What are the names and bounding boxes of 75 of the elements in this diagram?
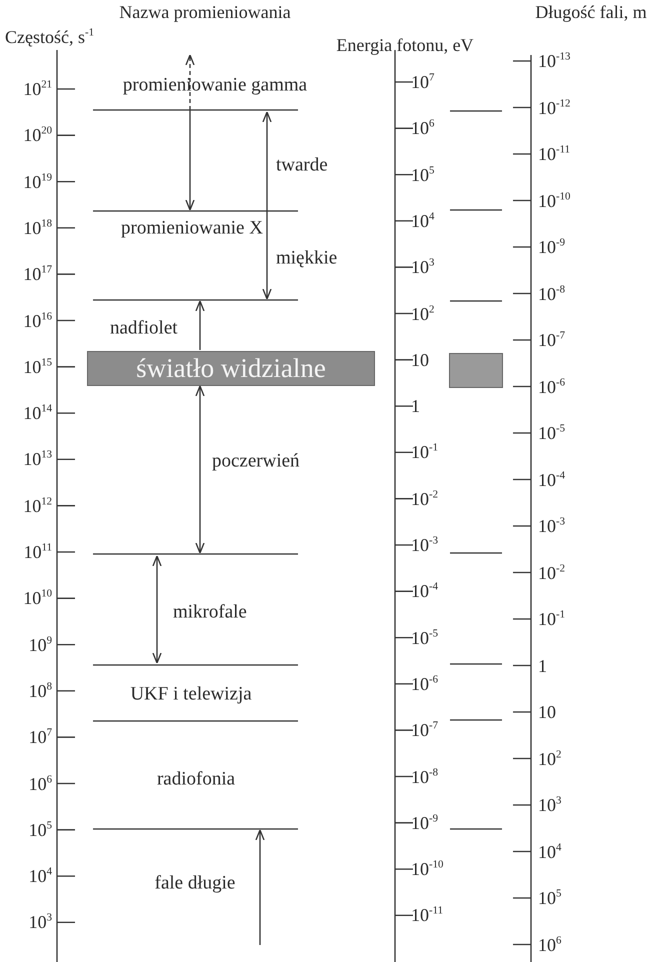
tick-label: 10 bbox=[538, 703, 556, 721]
tick-label: 10$^{6}$ bbox=[538, 936, 562, 954]
tick-label: 10$^{3}$ bbox=[538, 796, 562, 814]
band-label: fale długie bbox=[154, 874, 236, 892]
band-label: mikrofale bbox=[173, 602, 247, 622]
tick-label: 10$^{-9}$ bbox=[411, 814, 438, 832]
tick-label: 10$^{2}$ bbox=[411, 304, 434, 322]
tick-label: 10$^{-6}$ bbox=[538, 378, 565, 396]
band-label: promieniowanie gamma bbox=[122, 76, 308, 94]
tick-label: 10$^{7}$ bbox=[28, 728, 52, 746]
tick-label: 10$^{2}$ bbox=[538, 750, 562, 768]
tick-label: 10$^{-10}$ bbox=[411, 860, 444, 878]
tick-label: 10$^{6}$ bbox=[411, 119, 434, 138]
tick-label: 10 bbox=[411, 350, 429, 369]
tick-label: 10$^{13}$ bbox=[23, 450, 52, 468]
tick-label: 10$^{-3}$ bbox=[411, 536, 438, 554]
tick-label: 10$^{3}$ bbox=[411, 258, 434, 276]
tick-label: 10$^{3}$ bbox=[28, 913, 52, 932]
tick-label: 10$^{18}$ bbox=[23, 218, 52, 237]
visible-light-band bbox=[87, 351, 375, 386]
tick-label: 10$^{-7}$ bbox=[411, 721, 438, 740]
tick-label: 10$^{-12}$ bbox=[538, 98, 570, 116]
tick-label: 10$^{4}$ bbox=[538, 842, 562, 860]
tick-label: 10$^{17}$ bbox=[23, 265, 52, 284]
column-title: Długość fali, m bbox=[535, 3, 647, 21]
band-label: twarde bbox=[276, 156, 328, 174]
tick-label: 10$^{-1}$ bbox=[538, 610, 565, 628]
tick-label: 10$^{4}$ bbox=[411, 212, 434, 230]
tick-label: 10$^{-11}$ bbox=[411, 906, 443, 924]
tick-label: 10$^{14}$ bbox=[23, 404, 52, 422]
tick-label: 10$^{-1}$ bbox=[411, 443, 438, 462]
tick-label: 10$^{-13}$ bbox=[538, 52, 570, 70]
tick-label: 10$^{19}$ bbox=[23, 172, 52, 191]
tick-label: 10$^{21}$ bbox=[23, 80, 52, 98]
tick-label: 10$^{-6}$ bbox=[411, 674, 438, 693]
tick-label: 10$^{6}$ bbox=[28, 774, 52, 792]
tick-label: 10$^{15}$ bbox=[23, 358, 52, 376]
band-label: radiofonia bbox=[156, 770, 236, 788]
tick-label: 10$^{-4}$ bbox=[538, 470, 565, 488]
tick-label: 1 bbox=[411, 397, 420, 416]
tick-label: 10$^{-8}$ bbox=[538, 284, 565, 302]
tick-label: 10$^{-8}$ bbox=[411, 768, 438, 786]
tick-label: 10$^{5}$ bbox=[411, 166, 434, 184]
tick-label: 10$^{-5}$ bbox=[411, 628, 438, 647]
tick-label: 10$^{9}$ bbox=[28, 636, 52, 654]
tick-label: 10$^{-9}$ bbox=[538, 238, 565, 256]
tick-label: 10$^{16}$ bbox=[23, 312, 52, 330]
band-label: światło widzialne bbox=[136, 353, 326, 384]
tick-label: 10$^{11}$ bbox=[24, 543, 52, 561]
tick-label: 10$^{8}$ bbox=[28, 682, 52, 700]
band-label: UKF i telewizja bbox=[130, 684, 252, 704]
tick-label: 1 bbox=[538, 656, 547, 674]
axis-title: Energia fotonu, eV bbox=[336, 36, 474, 54]
tick-label: 10$^{12}$ bbox=[23, 496, 52, 515]
tick-label: 10$^{-5}$ bbox=[538, 424, 565, 442]
band-label: miękkie bbox=[276, 248, 338, 268]
tick-label: 10$^{10}$ bbox=[23, 589, 52, 608]
tick-label: 10$^{20}$ bbox=[23, 126, 52, 144]
band-label: poczerwień bbox=[212, 452, 300, 470]
tick-label: 10$^{-11}$ bbox=[538, 145, 570, 163]
tick-label: 10$^{-10}$ bbox=[538, 192, 570, 210]
column-title: Nazwa promieniowania bbox=[119, 3, 291, 21]
tick-label: 10$^{-7}$ bbox=[538, 331, 565, 349]
axis-title: Częstość, s$^{-1}$ bbox=[5, 28, 94, 46]
tick-label: 10$^{4}$ bbox=[28, 867, 52, 886]
tick-label: 10$^{-3}$ bbox=[538, 517, 565, 535]
tick-label: 10$^{-4}$ bbox=[411, 582, 438, 600]
tick-label: 10$^{-2}$ bbox=[411, 490, 438, 508]
visible-range-box bbox=[449, 353, 503, 388]
band-label: nadfiolet bbox=[110, 318, 178, 338]
tick-label: 10$^{5}$ bbox=[538, 889, 562, 907]
tick-label: 10$^{-2}$ bbox=[538, 564, 565, 582]
band-label: promieniowanie X bbox=[121, 218, 263, 238]
tick-label: 10$^{7}$ bbox=[411, 73, 434, 91]
tick-label: 10$^{5}$ bbox=[28, 820, 52, 839]
